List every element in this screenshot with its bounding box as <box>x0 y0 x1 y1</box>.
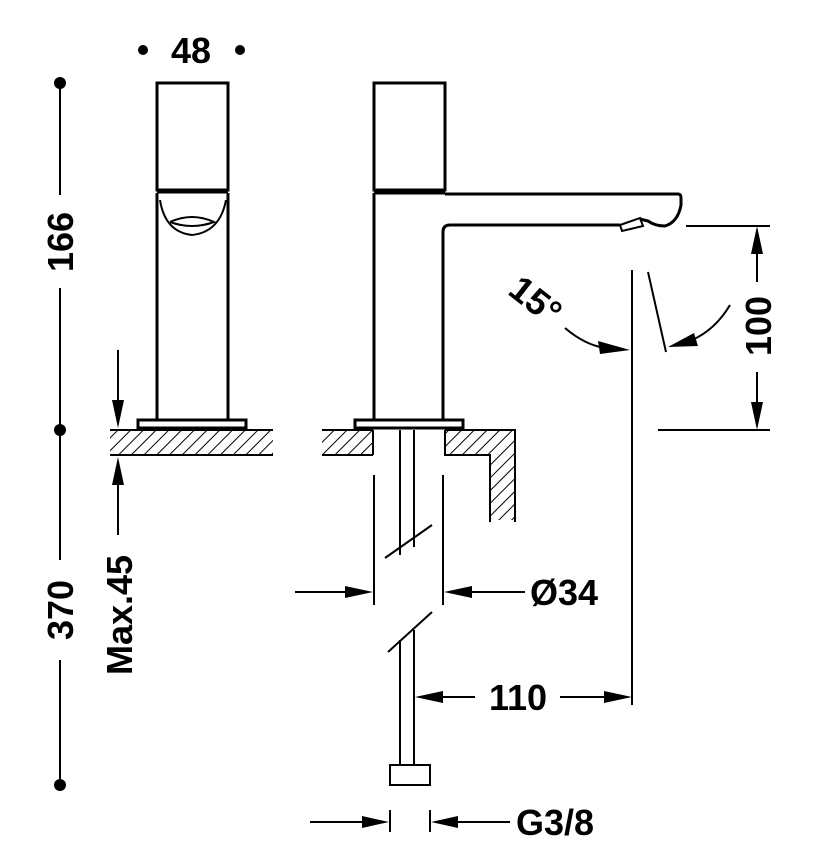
reach-dimension: 110 <box>415 270 633 718</box>
reach-label: 110 <box>489 677 547 718</box>
angle-dimension: 15° <box>502 267 731 354</box>
deck-thickness-dimension: Max.45 <box>99 350 140 675</box>
side-view <box>322 81 683 786</box>
hole-diameter-label: Ø34 <box>530 572 598 613</box>
width-dimension: 48 <box>138 30 245 71</box>
lower-height-label: 370 <box>40 580 81 640</box>
clearance-dimension: 100 <box>658 225 779 431</box>
angle-label: 15° <box>502 267 570 333</box>
height-dimension: 166 370 <box>40 77 81 791</box>
clearance-label: 100 <box>738 296 779 356</box>
upper-height-label: 166 <box>40 212 81 272</box>
thread-label: G3/8 <box>516 802 594 843</box>
thread-dimension: G3/8 <box>310 802 594 843</box>
width-label: 48 <box>171 30 211 71</box>
front-view <box>110 81 273 456</box>
hole-diameter-dimension: Ø34 <box>295 475 598 613</box>
max-deck-label: Max.45 <box>99 555 140 675</box>
